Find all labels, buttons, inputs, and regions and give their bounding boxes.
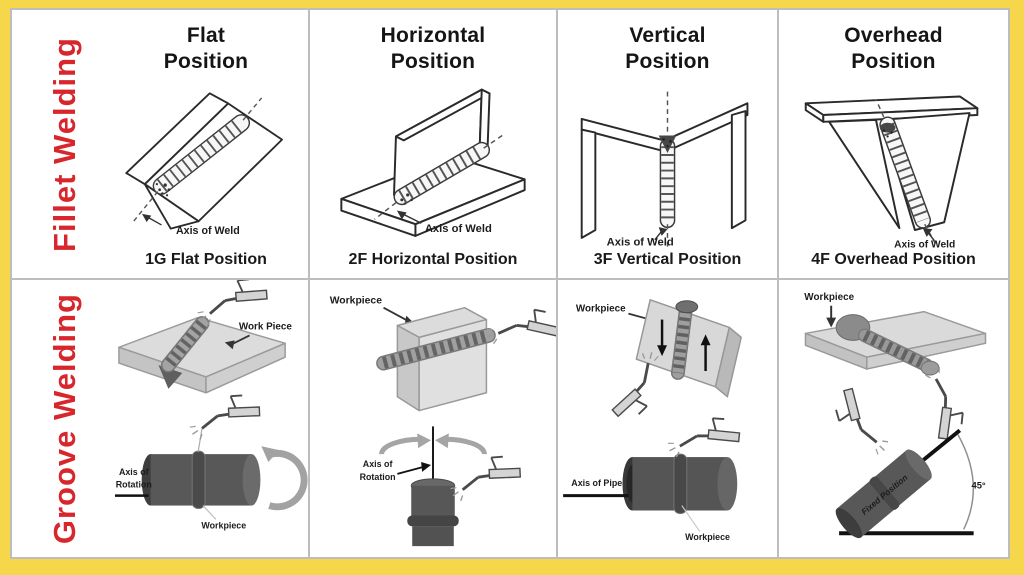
- caption-2f: 2F Horizontal Position: [348, 251, 518, 268]
- flat-fillet-illustration: Axis of Weld: [104, 76, 308, 252]
- horizontal-fillet-drawing: Axis of Weld: [340, 88, 526, 237]
- weld-direction-down-arrow: [657, 345, 668, 357]
- groove-flat-drawing: Work Piece Axis of Rotation Workpiece: [114, 280, 308, 530]
- row-label-fillet-text: Fillet Welding: [47, 36, 82, 252]
- title-line2: Position: [390, 50, 476, 74]
- cell-groove-flat: Groove Welding Work Piece: [12, 278, 308, 557]
- axis-of-weld-label: Axis of Weld: [607, 236, 674, 248]
- workpiece-label: Workpiece: [330, 296, 383, 307]
- angle-label: 45°: [971, 480, 985, 491]
- welding-torch-icon: [447, 447, 525, 512]
- row-label-fillet: Fillet Welding: [26, 10, 104, 278]
- axis-arrowhead: [142, 213, 152, 222]
- vertical-fillet-illustration: Axis of Weld: [558, 76, 777, 252]
- label-arrowhead: [421, 462, 432, 472]
- axis-of-rotation-line1: Axis of: [363, 459, 393, 469]
- axis-dashed-line: [242, 96, 263, 121]
- axis-of-rotation-line1: Axis of: [119, 467, 149, 477]
- axis-of-weld-label: Axis of Weld: [425, 223, 492, 235]
- title-line2: Position: [851, 50, 936, 74]
- row-label-groove: Groove Welding: [26, 280, 104, 557]
- workpiece-label: Workpiece: [576, 304, 626, 315]
- groove-horizontal-drawing: Workpiece: [330, 291, 556, 547]
- axis-of-weld-label: Axis of Weld: [176, 225, 240, 237]
- groove-flat-illustration: Work Piece Axis of Rotation Workpiece: [104, 280, 308, 557]
- vertical-fillet-drawing: Axis of Weld: [580, 91, 749, 248]
- axis-of-rotation-line2: Rotation: [116, 480, 152, 490]
- welding-torch-icon: [186, 385, 264, 451]
- title-line2: Position: [625, 50, 710, 74]
- workpiece-label: Workpiece: [804, 292, 854, 303]
- overhead-fillet-illustration: Axis of Weld: [779, 76, 1008, 252]
- inclined-pipe: Fixed Position: [835, 449, 932, 539]
- cell-groove-horizontal: Workpiece: [308, 278, 556, 557]
- rotation-arrow: [268, 450, 308, 511]
- groove-horizontal-illustration: Workpiece: [310, 280, 556, 557]
- title-line1: Flat: [186, 24, 226, 47]
- axis-of-rotation-line2: Rotation: [360, 472, 396, 482]
- pipe-workpiece-label: Workpiece: [201, 520, 246, 530]
- weld-pool-stipple: [155, 182, 171, 196]
- caption-3f: 3F Vertical Position: [593, 251, 742, 268]
- angle-arc: [957, 433, 975, 530]
- rotation-arrow-right: [442, 436, 487, 455]
- flat-fillet-drawing: Axis of Weld: [125, 91, 283, 237]
- cell-groove-vertical: Workpiece: [556, 278, 777, 557]
- axis-arrowhead: [922, 227, 933, 237]
- label-arrowhead: [826, 317, 837, 328]
- axis-arrowhead: [396, 210, 407, 219]
- title-line1: Overhead: [844, 24, 943, 47]
- axis-of-pipe-label: Axis of Pipe: [571, 478, 622, 488]
- pipe-workpiece-label: Workpiece: [685, 532, 730, 542]
- title-line1: Vertical: [629, 24, 706, 47]
- cell-groove-overhead: Workpiece: [777, 278, 1008, 557]
- welding-torch-icon: [833, 385, 890, 458]
- axis-of-weld-label: Axis of Weld: [894, 239, 955, 250]
- title-line2: Position: [163, 50, 249, 74]
- title-line1: Horizontal: [380, 24, 486, 47]
- row-label-groove-text: Groove Welding: [47, 292, 82, 545]
- caption-4f: 4F Overhead Position: [811, 251, 976, 268]
- overhead-fillet-drawing: Axis of Weld: [804, 95, 979, 250]
- axis-arrowhead: [658, 226, 668, 236]
- label-arrowhead: [224, 340, 235, 350]
- weld-direction-up-arrow: [700, 334, 711, 346]
- workpiece-label: Work Piece: [239, 321, 293, 332]
- caption-1g: 1G Flat Position: [145, 251, 267, 268]
- groove-overhead-drawing: Workpiece: [804, 292, 987, 539]
- rotation-arrow-left: [379, 436, 424, 455]
- groove-vertical-illustration: Workpiece: [558, 280, 777, 557]
- welding-torch-icon: [481, 291, 556, 369]
- welding-torch-icon: [905, 362, 979, 446]
- groove-vertical-drawing: Workpiece: [563, 299, 746, 542]
- groove-overhead-illustration: Workpiece: [779, 280, 1008, 557]
- horizontal-fillet-illustration: Axis of Weld: [310, 76, 556, 252]
